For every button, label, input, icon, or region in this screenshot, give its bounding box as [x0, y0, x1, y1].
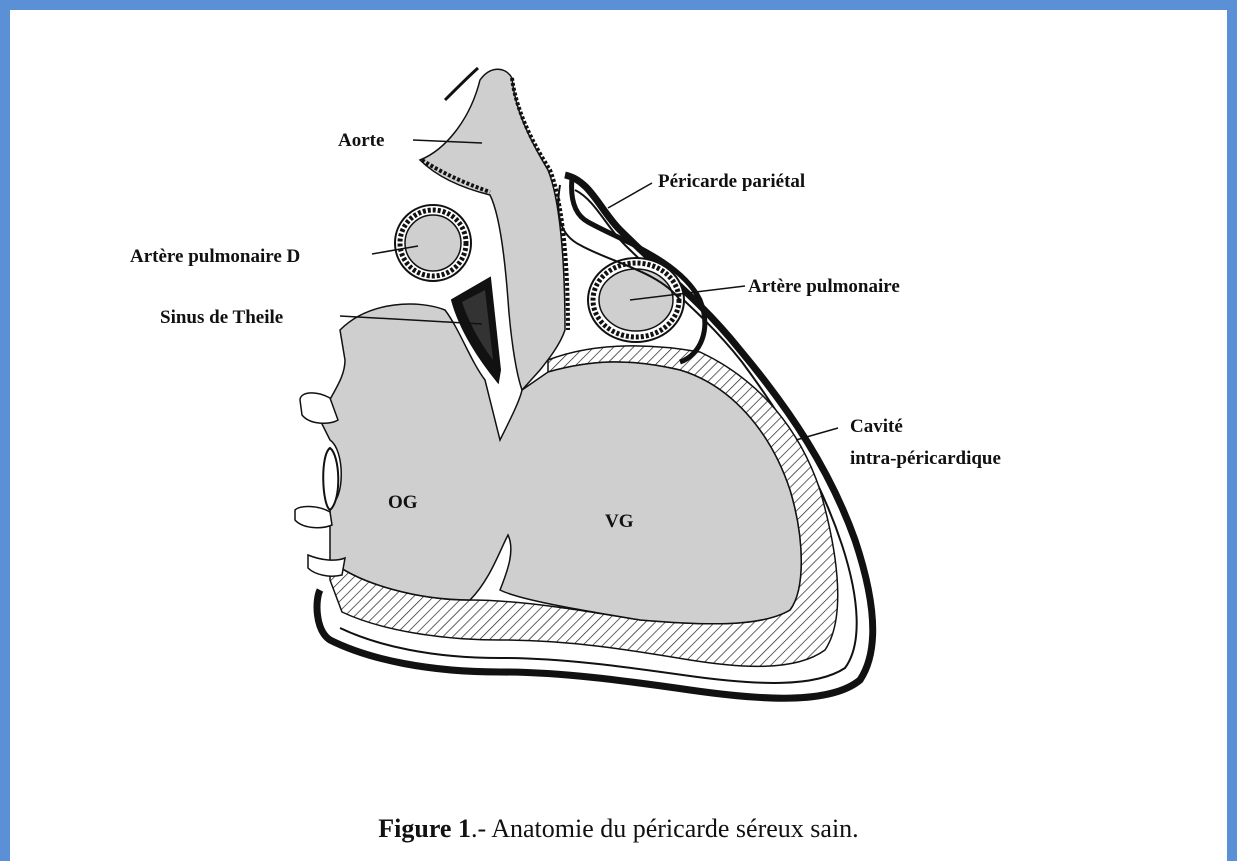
figure-caption: Figure 1.- Anatomie du péricarde séreux … — [0, 814, 1237, 844]
label-aorte: Aorte — [338, 130, 384, 151]
label-artere-pulmonaire-d: Artère pulmonaire D — [130, 246, 300, 267]
label-intra-pericardique: intra-péricardique — [850, 448, 1001, 469]
label-og: OG — [388, 492, 418, 513]
figure-number: Figure 1 — [378, 814, 471, 843]
figure-caption-text: .- Anatomie du péricarde séreux sain. — [471, 814, 859, 843]
label-sinus-de-theile: Sinus de Theile — [160, 307, 283, 328]
heart-chambers — [320, 304, 801, 624]
label-vg: VG — [605, 511, 634, 532]
label-pericarde-parietal: Péricarde pariétal — [658, 171, 805, 192]
label-artere-pulmonaire: Artère pulmonaire — [748, 276, 900, 297]
right-pulmonary-artery — [395, 205, 471, 281]
label-cavite: Cavité — [850, 416, 903, 437]
